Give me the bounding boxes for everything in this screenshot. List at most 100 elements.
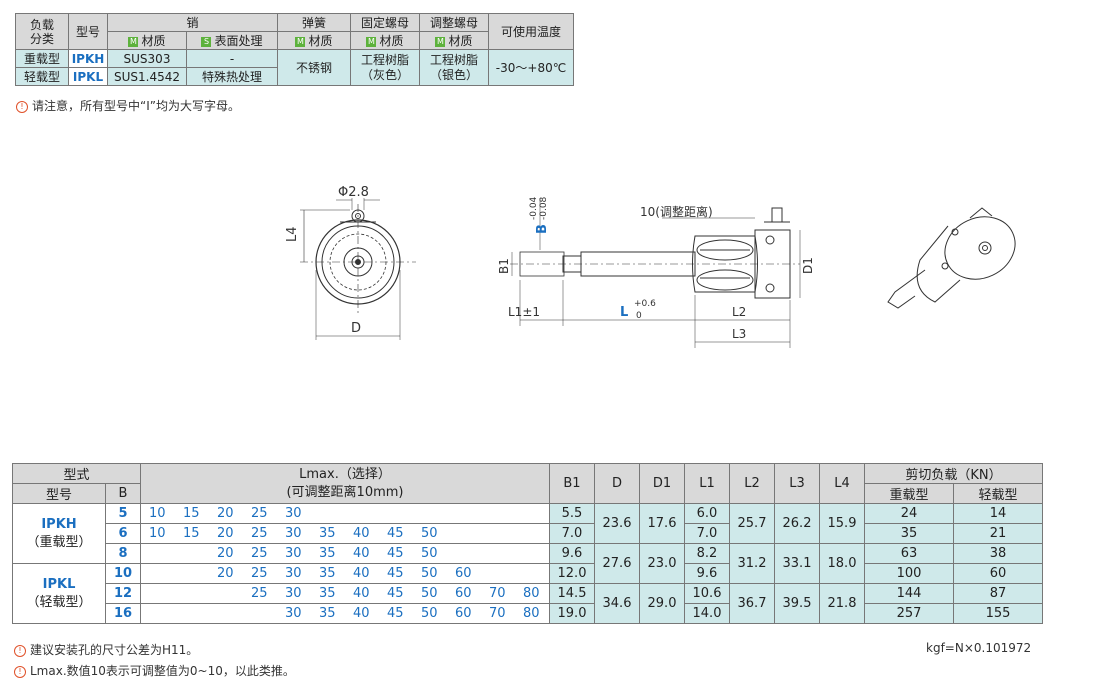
spec-surface: - [186,49,278,68]
isometric-view [887,207,1016,309]
cell-lmax: 20 [209,523,243,544]
cell-lmax: 60 [447,563,481,584]
cell-b: 8 [105,543,141,564]
cell-lmax: 25 [243,583,277,604]
front-view [300,198,416,340]
material-tag-icon: M [128,36,139,47]
header-type: 型式 [12,463,141,484]
cell-lmax [515,503,550,524]
cell-lmax: 25 [243,503,277,524]
l4-label: L4 [285,226,300,242]
spec-adj-nut: 工程树脂 （银色） [419,49,489,86]
note-uppercase: !请注意，所有型号中“I”均为大写字母。 [16,97,240,114]
cell-lmax [209,603,243,624]
d1-label: D1 [801,257,815,274]
cell-l4: 15.9 [819,503,865,544]
cell-lmax [447,543,481,564]
notice-icon: ! [16,100,28,113]
cell-lmax [481,543,515,564]
cell-d: 34.6 [594,583,640,624]
spec-header-adj-nut: 调整螺母 [419,13,489,32]
cell-light: 60 [953,563,1043,584]
cell-lmax [311,503,345,524]
l3-label: L3 [732,327,746,341]
cell-l3: 26.2 [774,503,820,544]
b-tol-lower: -0.08 [539,196,549,220]
cell-lmax [140,583,175,604]
cell-b: 16 [105,603,141,624]
cell-heavy: 24 [864,503,954,524]
header-heavy: 重载型 [864,483,954,504]
header-d1: D1 [639,463,685,504]
cell-heavy: 144 [864,583,954,604]
l1-label: L1±1 [508,305,540,319]
cell-lmax [140,543,175,564]
technical-drawing: Φ2.8 L4 D B -0.04 -0.08 10(调整距离) B1 D1 [285,185,1016,348]
note-lmax: !Lmax.数值10表示可调整值为0~10，以此类推。 [14,662,295,679]
cell-lmax: 20 [209,503,243,524]
spec-header-spring: 弹簧 [277,13,351,32]
spec-header-model: 型号 [68,13,108,50]
cell-lmax [175,603,209,624]
spec-temp: -30～+80℃ [488,49,574,86]
cell-lmax [140,563,175,584]
header-light: 轻载型 [953,483,1043,504]
cell-l3: 33.1 [774,543,820,584]
spec-header-fix-nut: 固定螺母 [350,13,420,32]
cell-l4: 18.0 [819,543,865,584]
material-tag-icon: M [366,36,377,47]
cell-lmax: 40 [345,583,379,604]
surface-tag-icon: S [201,36,212,47]
d-label: D [351,321,361,336]
spec-spring: 不锈钢 [277,49,351,86]
header-l1: L1 [684,463,730,504]
adj-dist-label: 10(调整距离) [640,204,713,219]
cell-lmax: 80 [515,583,550,604]
phi-label: Φ2.8 [338,185,369,200]
cell-lmax: 35 [311,603,345,624]
cell-lmax: 40 [345,563,379,584]
cell-lmax: 45 [379,523,413,544]
cell-lmax: 30 [277,543,311,564]
cell-lmax: 50 [413,523,447,544]
cell-lmax: 40 [345,603,379,624]
cell-lmax: 30 [277,583,311,604]
cell-l1: 9.6 [684,563,730,584]
cell-lmax: 35 [311,523,345,544]
cell-lmax: 20 [209,543,243,564]
cell-b1: 5.5 [549,503,595,524]
cell-d: 27.6 [594,543,640,584]
cell-lmax: 45 [379,563,413,584]
cell-d: 23.6 [594,503,640,544]
cell-light: 21 [953,523,1043,544]
cell-b: 5 [105,503,141,524]
cell-lmax: 35 [311,563,345,584]
model-ipkl: IPKL（轻载型） [12,563,106,624]
cell-l1: 6.0 [684,503,730,524]
cell-lmax [447,523,481,544]
cell-lmax: 30 [277,563,311,584]
b-tol-upper: -0.04 [529,196,539,220]
cell-lmax: 70 [481,603,515,624]
cell-l1: 7.0 [684,523,730,544]
cell-lmax: 40 [345,523,379,544]
cell-lmax: 45 [379,543,413,564]
cell-lmax: 35 [311,583,345,604]
notice-icon: ! [14,665,26,678]
cell-lmax [175,583,209,604]
cell-light: 155 [953,603,1043,624]
header-l2: L2 [729,463,775,504]
header-b: B [105,483,141,504]
spec-model: IPKH [68,49,108,68]
l-tol-lower: 0 [636,311,642,321]
spec-model: IPKL [68,67,108,86]
cell-lmax: 70 [481,583,515,604]
cell-lmax [209,583,243,604]
cell-light: 87 [953,583,1043,604]
cell-lmax: 25 [243,523,277,544]
spec-material: SUS1.4542 [107,67,187,86]
